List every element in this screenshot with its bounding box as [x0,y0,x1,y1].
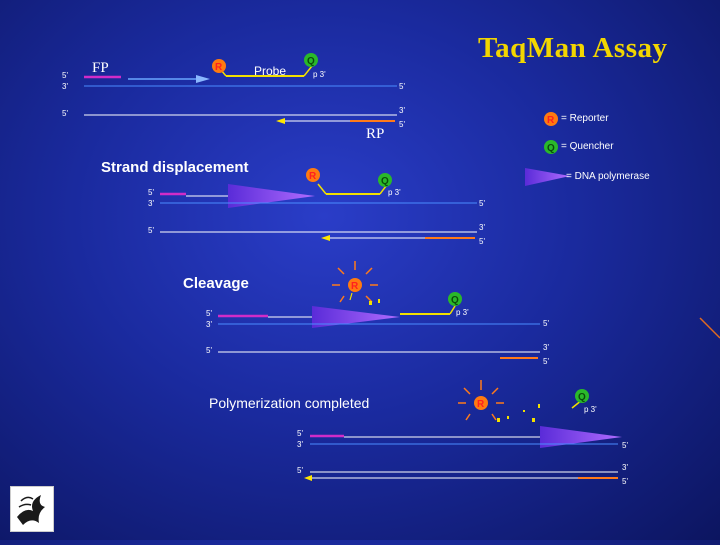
section-strand-displacement: Strand displacement [101,159,249,176]
five-prime-1a: 5' [62,71,68,80]
page-title: TaqMan Assay [478,32,668,64]
five-prime-4b: 5' [622,441,628,450]
reporter-icon-3 [348,278,362,292]
three-prime-1b: 3' [399,106,405,115]
five-prime-4a: 5' [297,429,303,438]
section-polymerization-completed: Polymerization completed [209,395,370,411]
reporter-icon-4 [474,396,488,410]
reporter-letter-3: R [351,281,359,292]
reporter-letter: R [215,62,223,73]
fp-arrowhead [196,75,210,83]
quencher-letter-3: Q [451,295,459,306]
five-prime-4c: 5' [297,466,303,475]
quencher-icon-4 [575,389,589,403]
legend-polymerase-text: = DNA polymerase [566,171,650,182]
five-prime-3a: 5' [206,309,212,318]
five-prime-2a: 5' [148,188,154,197]
p3-label-1: p 3' [313,70,326,79]
quencher-letter-2: Q [381,176,389,187]
p3-label-4: p 3' [584,405,597,414]
five-prime-2c: 5' [148,226,154,235]
five-prime-4d: 5' [622,477,628,486]
section-cleavage: Cleavage [183,275,249,292]
five-prime-2d: 5' [479,237,485,246]
three-prime-1a: 3' [62,82,68,91]
cleaved-fragments [369,299,380,305]
fp-label: FP [92,60,109,76]
eagle-icon [17,495,45,525]
legend-reporter-text: = Reporter [561,113,609,124]
cleaved-fragments-4 [497,404,540,422]
legend-polymerase-icon [525,168,570,186]
five-prime-1c: 5' [62,109,68,118]
three-prime-2b: 3' [479,223,485,232]
legend-quencher-icon [544,140,558,154]
panel-annealing [84,53,397,124]
probe-label: Probe [254,64,287,78]
three-prime-3a: 3' [206,320,212,329]
legend-quencher-text: = Quencher [561,141,614,152]
reporter-icon [212,59,226,73]
quencher-icon-3 [448,292,462,306]
polymerase-icon-4 [540,426,622,448]
rp-arrowhead [276,118,285,124]
polymerase-icon-3 [312,306,400,328]
five-prime-1b: 5' [399,82,405,91]
rp-label: RP [366,126,385,142]
quencher-icon-2 [378,173,392,187]
decorative-line [699,317,720,339]
p3-label-3: p 3' [456,308,469,317]
p3-label-2: p 3' [388,188,401,197]
legend-quencher-letter: Q [547,143,555,154]
hhs-eagle-logo [10,486,54,532]
reporter-icon-2 [306,168,320,182]
reporter-burst [332,261,378,303]
legend-reporter-letter: R [547,115,555,126]
three-prime-4b: 3' [622,463,628,472]
symbol-letters: R Q R Q R Q R Q R Q [215,56,586,410]
five-prime-2b: 5' [479,199,485,208]
five-prime-3b: 5' [543,319,549,328]
reporter-letter-4: R [477,399,485,410]
three-prime-2a: 3' [148,199,154,208]
panel-completed [304,380,622,481]
legend [525,112,570,186]
five-prime-1d: 5' [399,120,405,129]
panel-cleavage [218,261,540,359]
quencher-letter: Q [307,56,315,67]
five-prime-3d: 5' [543,357,549,366]
reporter-burst-4 [458,380,504,421]
panel-strand-displacement [160,168,477,241]
three-prime-3b: 3' [543,343,549,352]
five-prime-3c: 5' [206,346,212,355]
quencher-icon [304,53,318,67]
three-prime-4a: 3' [297,440,303,449]
reporter-letter-2: R [309,171,317,182]
quencher-letter-4: Q [578,392,586,403]
polymerase-icon [228,184,315,208]
legend-reporter-icon [544,112,558,126]
